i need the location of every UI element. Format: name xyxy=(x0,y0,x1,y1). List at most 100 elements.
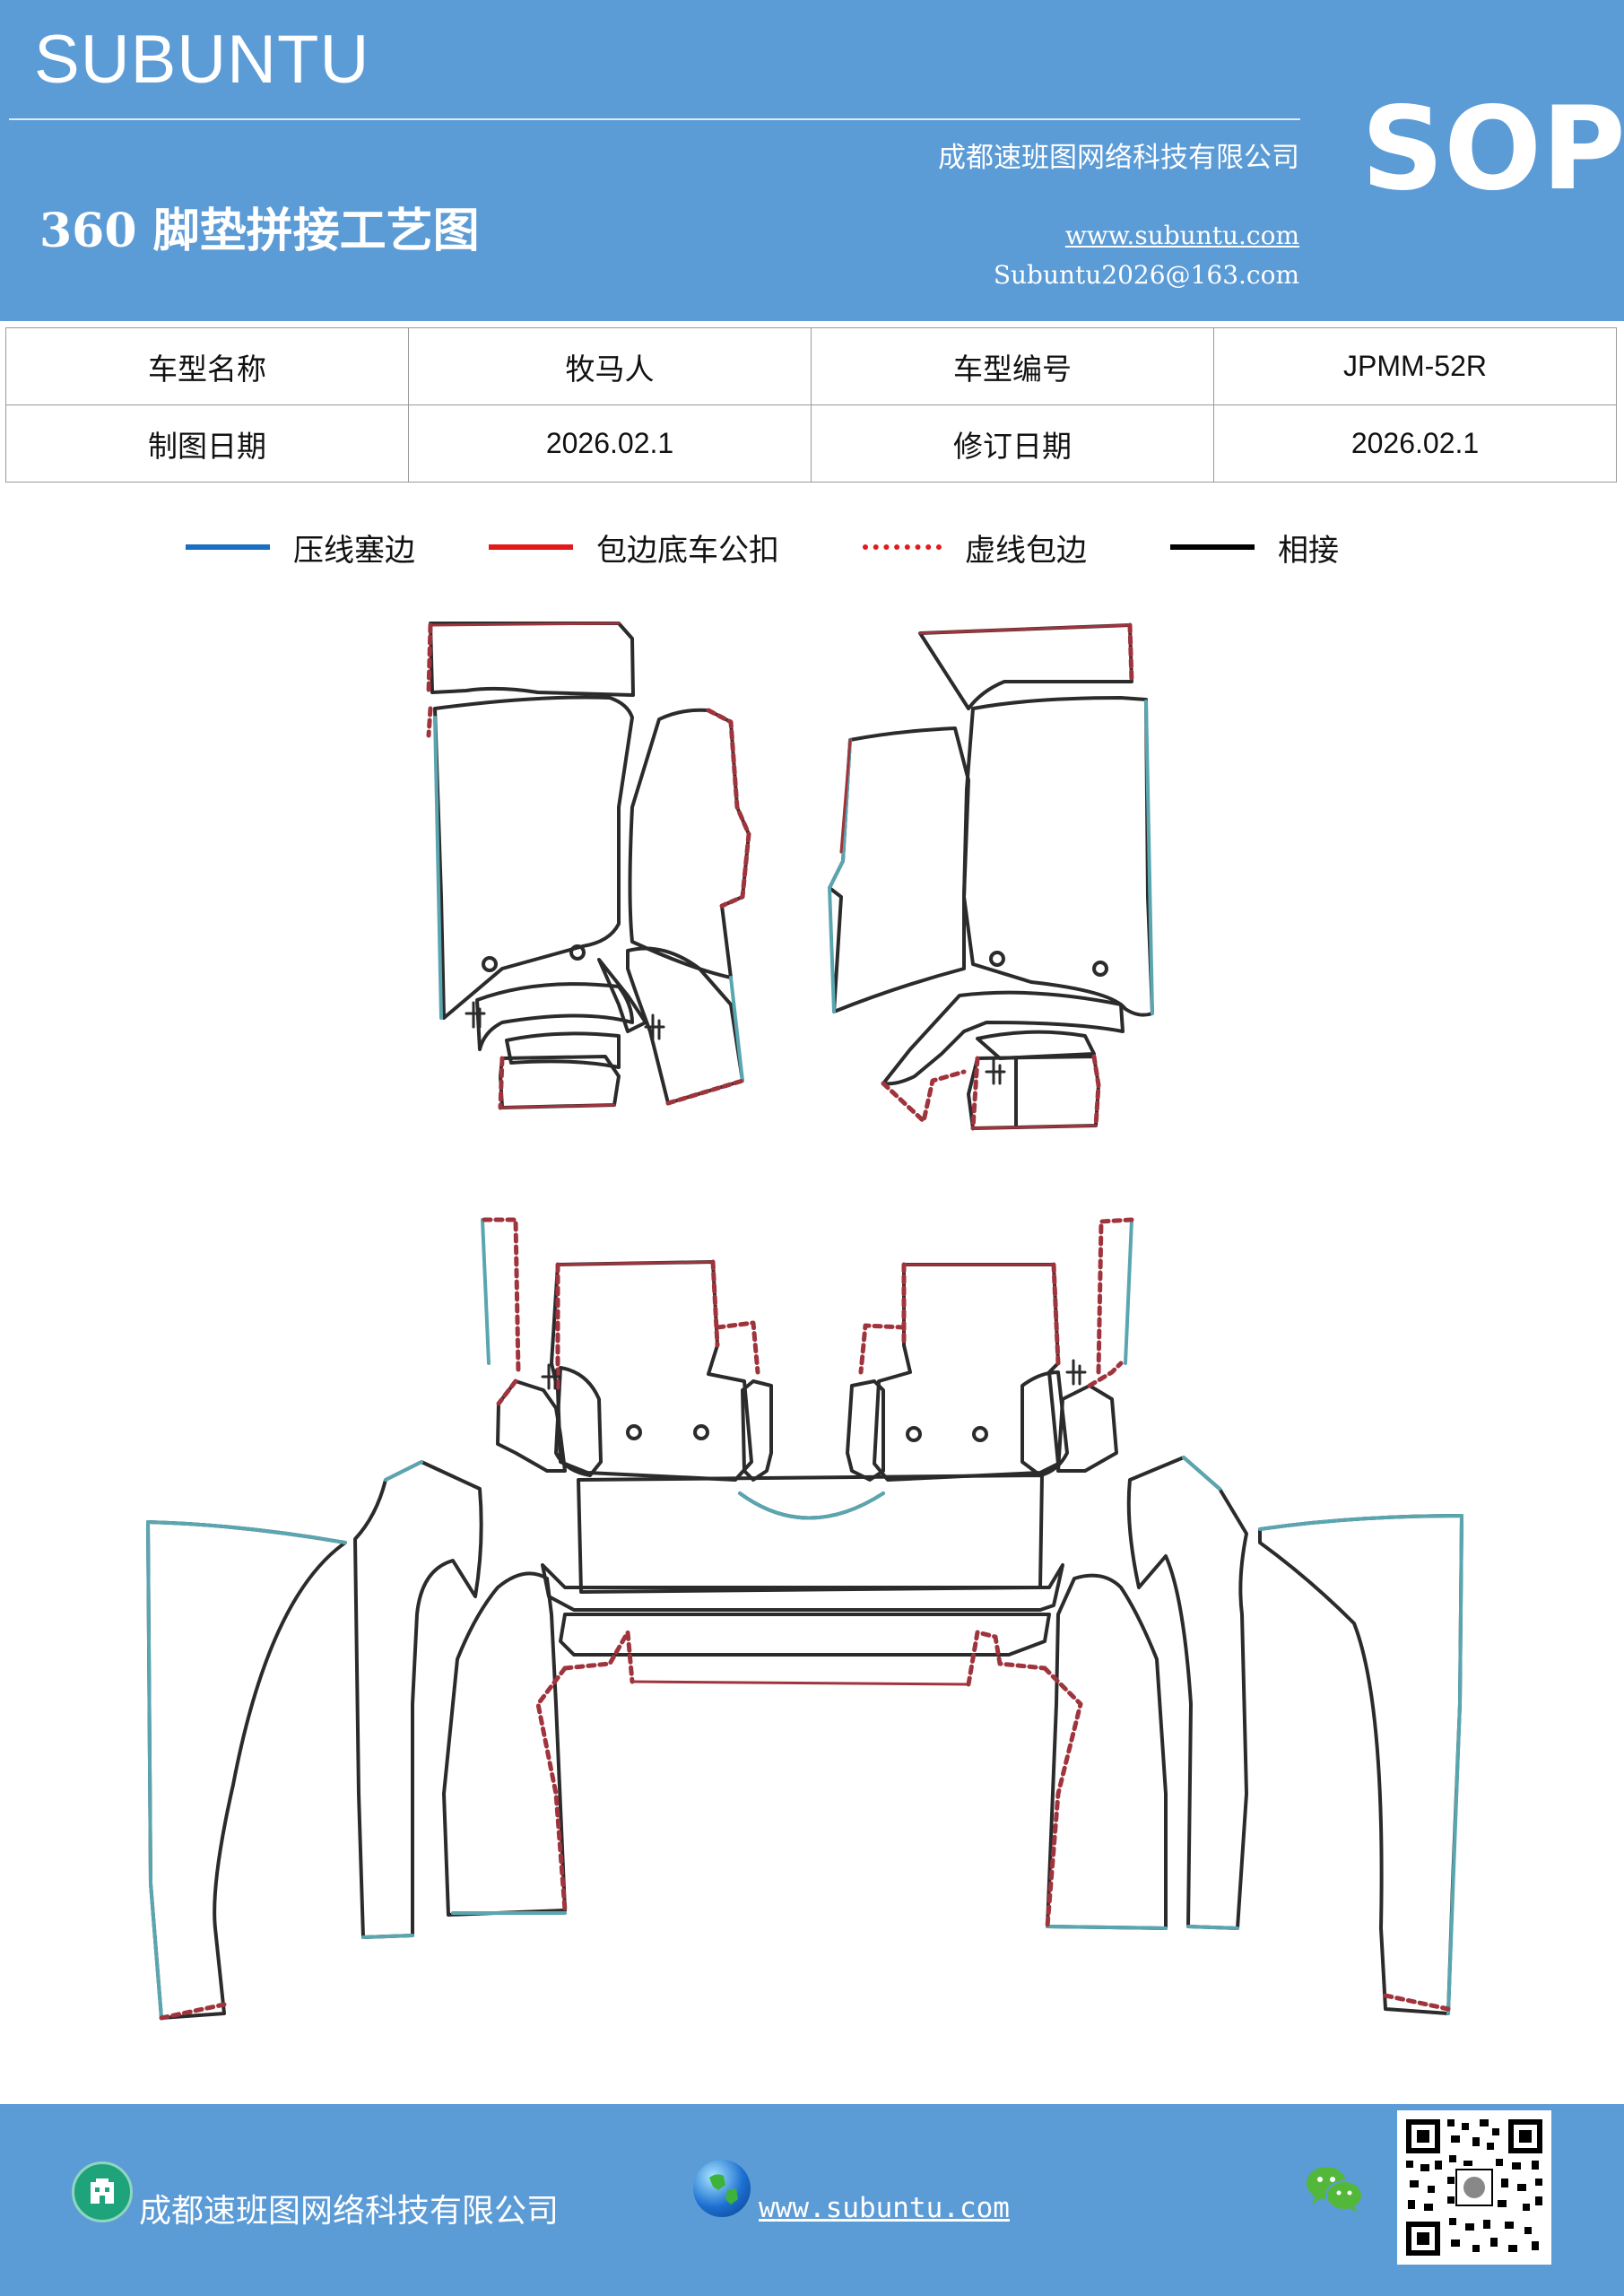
edge-buckle xyxy=(556,1260,715,1266)
edge-buckle xyxy=(918,623,1132,635)
mat-piece xyxy=(577,1474,1044,1594)
edge-dotted xyxy=(710,1259,720,1348)
mat-piece xyxy=(828,726,970,1013)
edge-dotted xyxy=(665,1078,745,1106)
table-cell: 车型编号 xyxy=(811,327,1214,405)
edge-dotted xyxy=(426,622,433,695)
edge-dotted xyxy=(966,1630,1047,1687)
edge-dotted xyxy=(1042,1665,1083,1929)
edge-dotted xyxy=(881,1069,967,1124)
mat-piece xyxy=(1056,1384,1118,1473)
edge-dotted xyxy=(970,1056,980,1131)
hole xyxy=(569,944,586,961)
brand-name: SUBUNTU xyxy=(34,22,370,98)
mat-piece xyxy=(1020,1370,1069,1477)
globe-icon-glyph xyxy=(709,2174,738,2205)
mat-piece xyxy=(429,622,635,697)
edge-press-line xyxy=(433,716,443,1020)
mat-piece xyxy=(873,1263,1060,1482)
mat-piece xyxy=(967,1055,1100,1130)
edge-buckle xyxy=(971,1124,1098,1130)
edge-dotted xyxy=(1127,622,1134,684)
mat-piece xyxy=(433,695,634,1020)
legend-label: 压线塞边 xyxy=(293,532,415,569)
join-mark xyxy=(541,1363,562,1390)
mat-piece xyxy=(1126,1456,1248,1930)
edge-press-line xyxy=(146,1520,163,2020)
edge-buckle xyxy=(500,1103,616,1109)
edge-dotted xyxy=(496,1378,518,1406)
footer-company: 成都速班图网络科技有限公司 xyxy=(139,2193,560,2230)
mat-piece xyxy=(962,696,1154,1017)
legend-swatch xyxy=(863,544,942,550)
floor-mat-diagram xyxy=(146,622,1463,2021)
footer-website-link[interactable]: www.subuntu.com xyxy=(759,2192,1010,2224)
table-cell: 车型名称 xyxy=(5,327,409,405)
join-mark xyxy=(465,1001,486,1029)
edge-buckle xyxy=(839,738,852,854)
table-cell: 牧马人 xyxy=(408,327,812,405)
edge-press-line xyxy=(1258,1514,1463,1531)
mat-piece xyxy=(550,1260,753,1482)
edge-press-line xyxy=(1046,1925,1168,1930)
mat-piece xyxy=(146,1520,347,2020)
legend-swatch xyxy=(186,544,270,550)
edge-press-line xyxy=(146,1520,347,1544)
qr-code-pattern xyxy=(1406,2119,1542,2256)
hole xyxy=(1092,961,1108,977)
building-icon-glyph xyxy=(91,2179,114,2204)
globe-icon xyxy=(693,2160,751,2217)
edge-dotted xyxy=(426,706,433,738)
header-website-link[interactable]: www.subuntu.com xyxy=(1064,221,1299,250)
edge-press-line xyxy=(1182,1456,1221,1491)
legend-label: 虚线包边 xyxy=(965,532,1087,569)
table-cell: 制图日期 xyxy=(5,404,409,483)
table-cell: 修订日期 xyxy=(811,404,1214,483)
edge-dotted xyxy=(715,1320,760,1375)
hole xyxy=(906,1426,922,1442)
table-cell: JPMM-52R xyxy=(1213,327,1617,405)
hole xyxy=(693,1424,709,1440)
mat-piece xyxy=(559,1613,1051,1657)
wechat-icon[interactable] xyxy=(1305,2163,1364,2215)
edge-press-line xyxy=(384,1460,423,1482)
mat-piece xyxy=(505,1031,621,1069)
edge-dotted xyxy=(482,1217,521,1375)
mat-piece xyxy=(554,1366,603,1477)
hole xyxy=(626,1424,642,1440)
qr-code xyxy=(1397,2110,1551,2265)
edge-press-line xyxy=(1144,700,1154,1015)
mat-piece xyxy=(918,623,1133,710)
header-divider xyxy=(9,118,1300,120)
edge-dotted xyxy=(159,2002,227,2021)
mat-piece xyxy=(541,1563,1064,1612)
edge-dotted xyxy=(858,1323,907,1375)
edge-buckle xyxy=(630,1680,970,1686)
legend-item-dotted-edge: 虚线包边 xyxy=(863,525,1087,570)
header-band xyxy=(0,0,1624,321)
edge-dotted xyxy=(1383,1993,1451,2012)
mat-piece xyxy=(475,982,634,1051)
legend-label: 相接 xyxy=(1278,532,1339,569)
edge-dotted xyxy=(1096,1217,1134,1375)
header-company: 成都速班图网络科技有限公司 xyxy=(938,142,1299,174)
edge-press-line xyxy=(481,1218,491,1365)
edge-press-line xyxy=(1446,1514,1463,2015)
header-email[interactable]: Subuntu2026@163.com xyxy=(993,260,1299,290)
table-cell: 2026.02.1 xyxy=(408,404,812,483)
hole xyxy=(989,951,1005,967)
join-mark xyxy=(1065,1359,1087,1386)
edge-press-line xyxy=(361,1934,414,1939)
legend-item-press-line: 压线塞边 xyxy=(186,525,415,570)
mat-piece xyxy=(881,990,1125,1086)
legend-swatch xyxy=(489,544,573,550)
table-cell: 2026.02.1 xyxy=(1213,404,1617,483)
mat-piece xyxy=(1046,1573,1168,1930)
mat-piece xyxy=(496,1379,567,1473)
table-row: 车型名称 牧马人 车型编号 JPMM-52R xyxy=(5,327,1617,405)
edge-dotted xyxy=(1087,1361,1124,1388)
edge-dotted xyxy=(498,1056,505,1110)
legend-item-join: 相接 xyxy=(1170,525,1339,570)
mat-piece xyxy=(976,1030,1096,1060)
edge-press-line xyxy=(1186,1925,1239,1930)
